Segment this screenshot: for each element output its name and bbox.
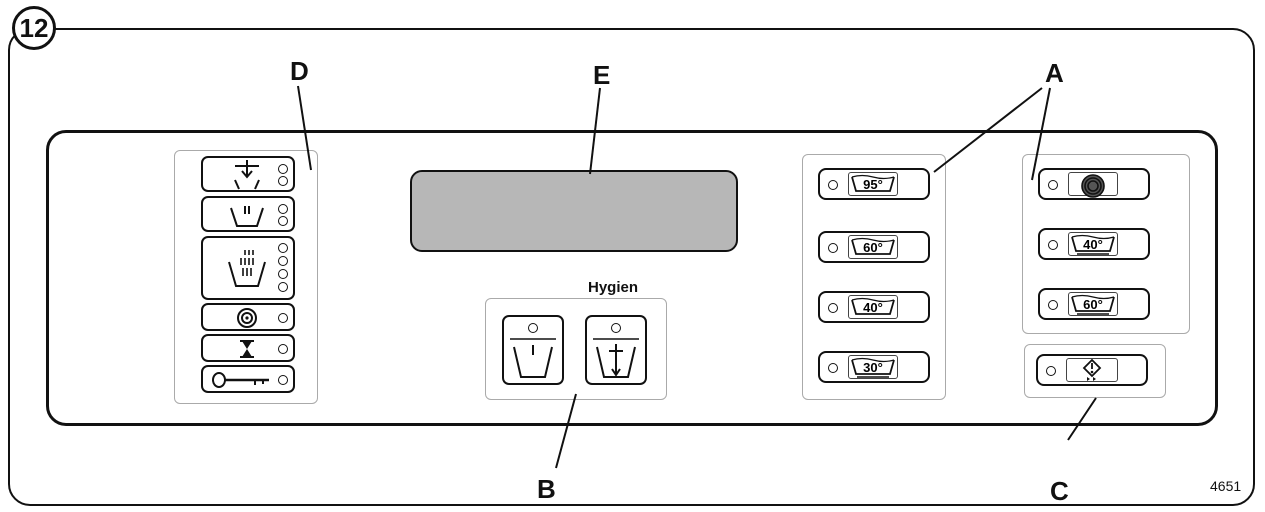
washtub-delicate-icon: 60° [1071, 294, 1115, 315]
washtub-icon: 60° [851, 237, 895, 255]
svg-text:60°: 60° [1083, 297, 1103, 312]
hygien-wash-button[interactable] [502, 315, 564, 385]
washtub-icon: 95° [851, 174, 895, 192]
indicator-led [1048, 240, 1058, 250]
indicator-led [1048, 180, 1058, 190]
indicator-led [828, 303, 838, 313]
washtub-icon: 40° [851, 297, 895, 315]
special-program-button-face: 40° [1068, 232, 1118, 256]
rinse-button[interactable] [201, 236, 295, 300]
indicator-led [828, 180, 838, 190]
washtub-delicate-icon: 30° [851, 357, 895, 378]
special-program-button-wool[interactable] [1038, 168, 1150, 200]
hygien-prewash-button[interactable] [585, 315, 647, 385]
washtub-prewash-icon [593, 338, 639, 378]
indicator-led [1048, 300, 1058, 310]
special-program-button-60[interactable]: 60° [1038, 288, 1150, 320]
mainwash-button[interactable] [201, 196, 295, 232]
spin-icon [237, 308, 257, 328]
key-icon [212, 372, 269, 388]
callout-c: C [1050, 476, 1069, 506]
indicator-led [828, 243, 838, 253]
indicator-led [828, 363, 838, 373]
delay-start-button[interactable] [201, 334, 295, 362]
hourglass-icon [240, 340, 254, 358]
washtub-delicate-icon: 40° [1071, 234, 1115, 255]
washtub-ii-icon [230, 206, 264, 227]
lcd-display [410, 170, 738, 252]
prewash-icon [234, 160, 260, 190]
callout-a: A [1045, 58, 1064, 88]
prewash-button[interactable] [201, 156, 295, 192]
wash-program-button-40[interactable]: 40° [818, 291, 930, 323]
special-program-button-face: 60° [1068, 292, 1118, 316]
callout-b: B [537, 474, 556, 504]
wash-program-button-face: 60° [848, 235, 898, 259]
figure-code: 4651 [1210, 478, 1242, 494]
wash-program-button-60[interactable]: 60° [818, 231, 930, 263]
svg-text:40°: 40° [1083, 237, 1103, 252]
special-program-button-face [1068, 172, 1118, 198]
start-diamond-icon [1082, 359, 1102, 381]
figure-number: 12 [12, 6, 56, 50]
control-panel [46, 130, 1218, 426]
start-button[interactable] [1036, 354, 1148, 386]
svg-text:30°: 30° [863, 360, 883, 375]
callout-d: D [290, 56, 309, 86]
wash-program-button-face: 30° [848, 355, 898, 379]
wash-program-button-face: 95° [848, 172, 898, 196]
svg-text:40°: 40° [863, 300, 883, 315]
washtub-rinse-icon [228, 250, 266, 287]
spin-button[interactable] [201, 303, 295, 331]
door-lock-button[interactable] [201, 365, 295, 393]
wash-program-button-95[interactable]: 95° [818, 168, 930, 200]
special-program-button-40[interactable]: 40° [1038, 228, 1150, 260]
hygien-label: Hygien [588, 279, 639, 296]
svg-text:95°: 95° [863, 177, 883, 192]
svg-text:60°: 60° [863, 240, 883, 255]
wool-icon [1081, 174, 1105, 198]
washtub-i-icon [510, 338, 556, 378]
wash-program-button-30[interactable]: 30° [818, 351, 930, 383]
wash-program-button-face: 40° [848, 295, 898, 319]
callout-e: E [593, 60, 611, 90]
